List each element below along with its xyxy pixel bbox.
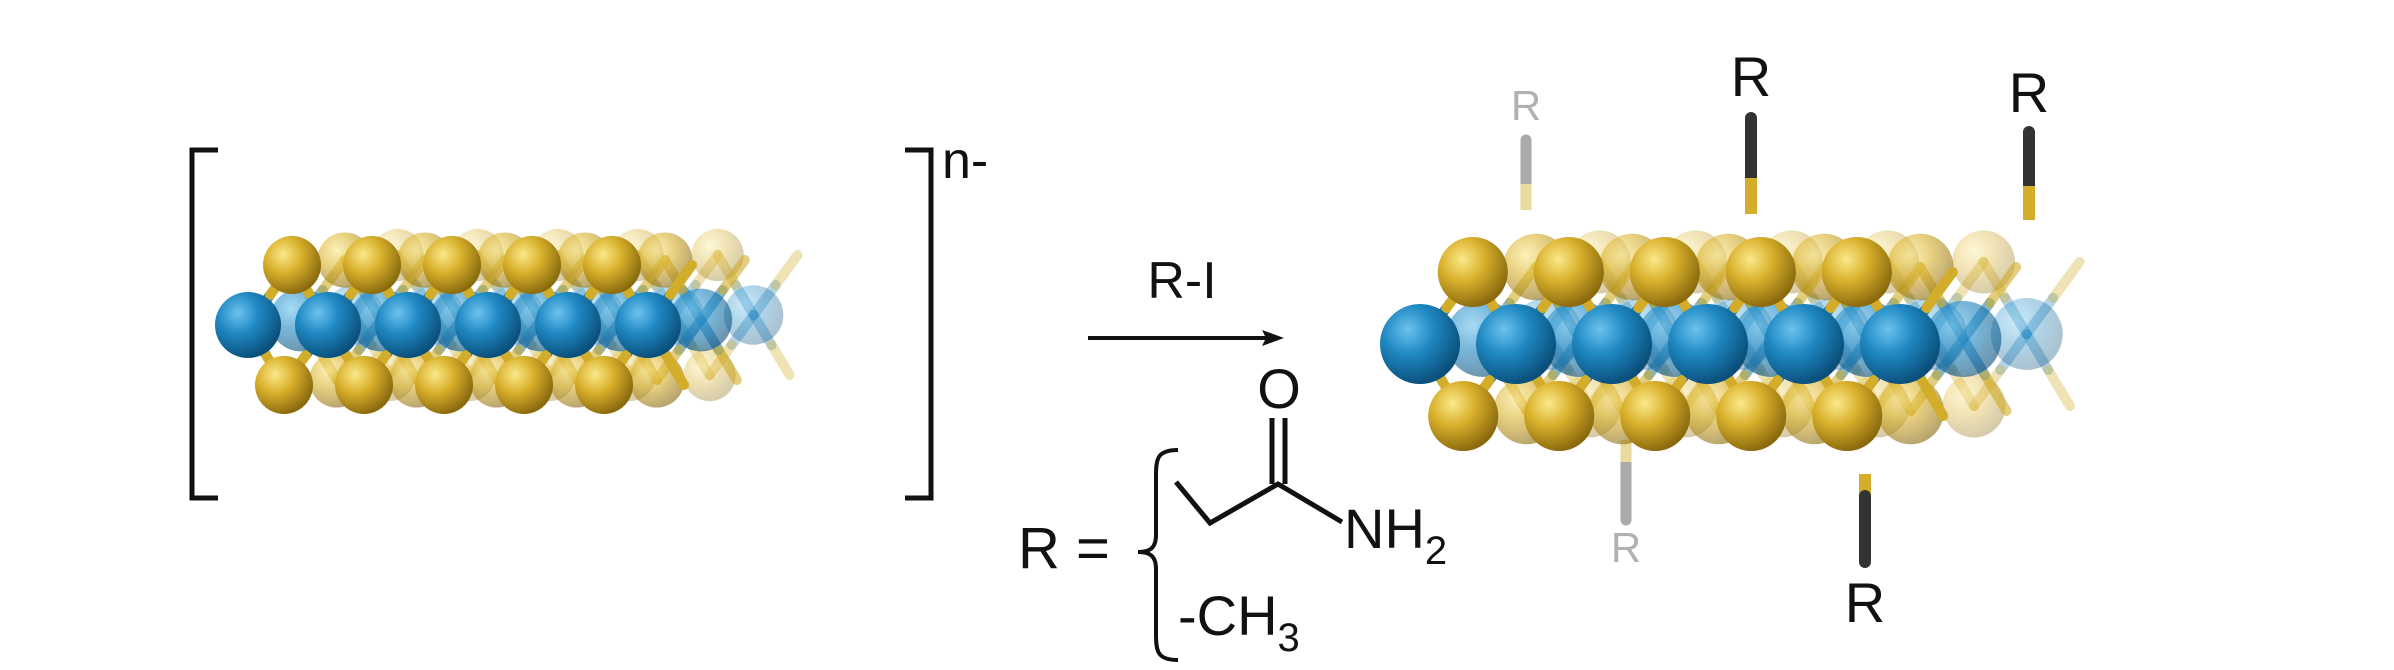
acetamide-bond-skeleton [1174, 480, 1344, 527]
sulfur-atom [1437, 237, 1508, 307]
mo-s-bond [1984, 262, 2022, 308]
svg-text:R: R [1611, 524, 1641, 571]
molybdenum-atom [1380, 304, 1460, 384]
molybdenum-atom [1925, 301, 2002, 377]
sulfur-atom [1877, 377, 1944, 445]
curly-brace [1137, 448, 1179, 662]
amide-nh2: NH2 [1344, 497, 1447, 573]
sulfur-atom [1952, 230, 2016, 294]
mo-s-bond [665, 260, 697, 300]
r-substituent-top-right: R [2009, 61, 2049, 220]
mo-s-bond [1921, 267, 1958, 313]
mo-s-bond [766, 340, 795, 380]
charge-label: n- [942, 132, 988, 190]
sulfur-atom [495, 356, 553, 414]
reactant: n- [189, 132, 988, 501]
sulfur-atom [691, 228, 744, 282]
sulfur-atom [1716, 381, 1787, 451]
mo-s-bond [2043, 365, 2075, 411]
sulfur-atom [1428, 381, 1499, 451]
methyl-group: -CH3 [1178, 584, 1300, 660]
sulfur-atom [575, 356, 633, 414]
mo-s-bond [713, 345, 742, 385]
reagent-label: R-I [1147, 252, 1216, 310]
mo-s-bond [717, 255, 750, 295]
molybdenum-atom [615, 292, 681, 358]
molybdenum-atom [215, 292, 281, 358]
molybdenum-atom [1860, 304, 1940, 384]
svg-text:R: R [2009, 61, 2049, 124]
sulfur-atom [335, 356, 393, 414]
molybdenum-atom [669, 288, 733, 352]
svg-text:R: R [1845, 571, 1885, 634]
sulfur-atom [255, 356, 313, 414]
sulfur-atom [583, 236, 641, 294]
arrowhead [1262, 330, 1284, 346]
mo-s-bond [770, 250, 803, 290]
molybdenum-atom [535, 292, 601, 358]
molybdenum-atom [1764, 304, 1844, 384]
molybdenum-atom [1572, 304, 1652, 384]
r-substituent-bottom-front: R [1845, 474, 1885, 634]
sulfur-atom [415, 356, 473, 414]
molybdenum-atom [375, 292, 441, 358]
substituent-definition: R = O NH2 -CH3 [1018, 357, 1447, 662]
svg-text:R: R [1511, 82, 1541, 129]
sulfur-atom [1725, 237, 1796, 307]
sulfur-atom [1886, 233, 1954, 301]
sulfur-atom [1812, 381, 1883, 451]
reaction-arrow-group: R-I [1088, 252, 1284, 346]
mos2-lattice-product [1380, 230, 2085, 451]
sulfur-atom [1533, 237, 1604, 307]
r-equals-label: R = [1018, 516, 1110, 581]
right-bracket [905, 147, 934, 501]
product: R R R R R [1380, 45, 2085, 634]
r-substituent-back-bottom: R [1611, 440, 1641, 571]
sulfur-atom [1821, 237, 1892, 307]
molybdenum-atom [1668, 304, 1748, 384]
molybdenum-atom [1476, 304, 1556, 384]
molybdenum-atom [455, 292, 521, 358]
mo-s-bond [661, 350, 689, 390]
sulfur-atom [1620, 381, 1691, 451]
molybdenum-atom [295, 292, 361, 358]
sulfur-atom [263, 236, 321, 294]
molybdenum-atom [1990, 298, 2063, 370]
mo-s-bond [2048, 257, 2085, 303]
mos2-lattice-reactant [215, 228, 803, 414]
sulfur-atom [1524, 381, 1595, 451]
molybdenum-atom [723, 285, 784, 345]
sulfur-atom [423, 236, 481, 294]
mo-s-bond [1979, 370, 2012, 416]
r-substituent-back-top: R [1511, 82, 1541, 210]
svg-text:R: R [1731, 45, 1771, 108]
carbonyl-oxygen: O [1257, 357, 1301, 420]
left-bracket [189, 147, 218, 501]
sulfur-atom [503, 236, 561, 294]
r-substituent-top-center: R [1731, 45, 1771, 214]
sulfur-atom [343, 236, 401, 294]
sulfur-atom [1629, 237, 1700, 307]
sulfur-atom [637, 232, 693, 288]
mo-s-bond [1916, 375, 1949, 421]
